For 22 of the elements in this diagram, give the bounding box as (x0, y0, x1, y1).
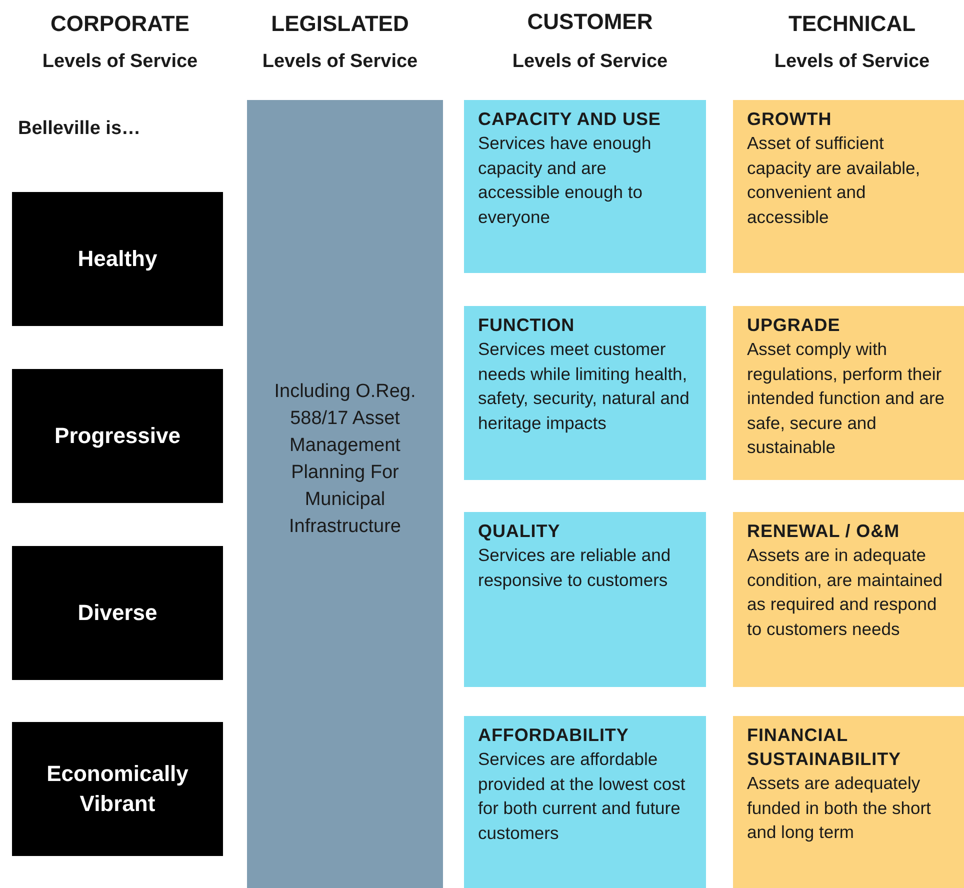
corporate-value-box: Diverse (12, 546, 223, 680)
column-heading: LEGISLATED (271, 11, 409, 36)
column-subheading: Levels of Service (262, 51, 418, 72)
legislated-band: Including O.Reg. 588/17 Asset Management Planning For Municipal Infrastructure (247, 100, 443, 888)
technical-service-box: UPGRADE Asset comply with regulations, perform their intended function and are safe, secure and sustainable (733, 306, 964, 480)
customer-service-box: FUNCTION Services meet customer needs while limiting health, safety, security, natural and heritage impacts (464, 306, 706, 480)
technical-service-box: GROWTH Asset of sufficient capacity are available, convenient and accessible (733, 100, 964, 273)
column-heading: TECHNICAL (788, 11, 916, 36)
column-heading: CUSTOMER (527, 9, 653, 34)
technical-service-box: RENEWAL / O&M Assets are in adequate condition, are maintained as required and respond to customers needs (733, 512, 964, 687)
intro-text: Belleville is… (18, 118, 141, 139)
corporate-value-box: Economically Vibrant (12, 722, 223, 856)
customer-service-box: QUALITY Services are reliable and responsive to customers (464, 512, 706, 687)
column-heading: CORPORATE (50, 11, 190, 36)
corporate-value-box: Healthy (12, 192, 223, 326)
technical-service-box: FINANCIAL SUSTAINABILITY Assets are adequately funded in both the short and long term (733, 716, 964, 888)
column-subheading: Levels of Service (512, 51, 668, 72)
corporate-value-box: Progressive (12, 369, 223, 503)
column-subheading: Levels of Service (774, 51, 930, 72)
customer-service-box: CAPACITY AND USE Services have enough capacity and are accessible enough to everyone (464, 100, 706, 273)
customer-service-box: AFFORDABILITY Services are affordable provided at the lowest cost for both current and future customers (464, 716, 706, 888)
column-subheading: Levels of Service (42, 51, 198, 72)
